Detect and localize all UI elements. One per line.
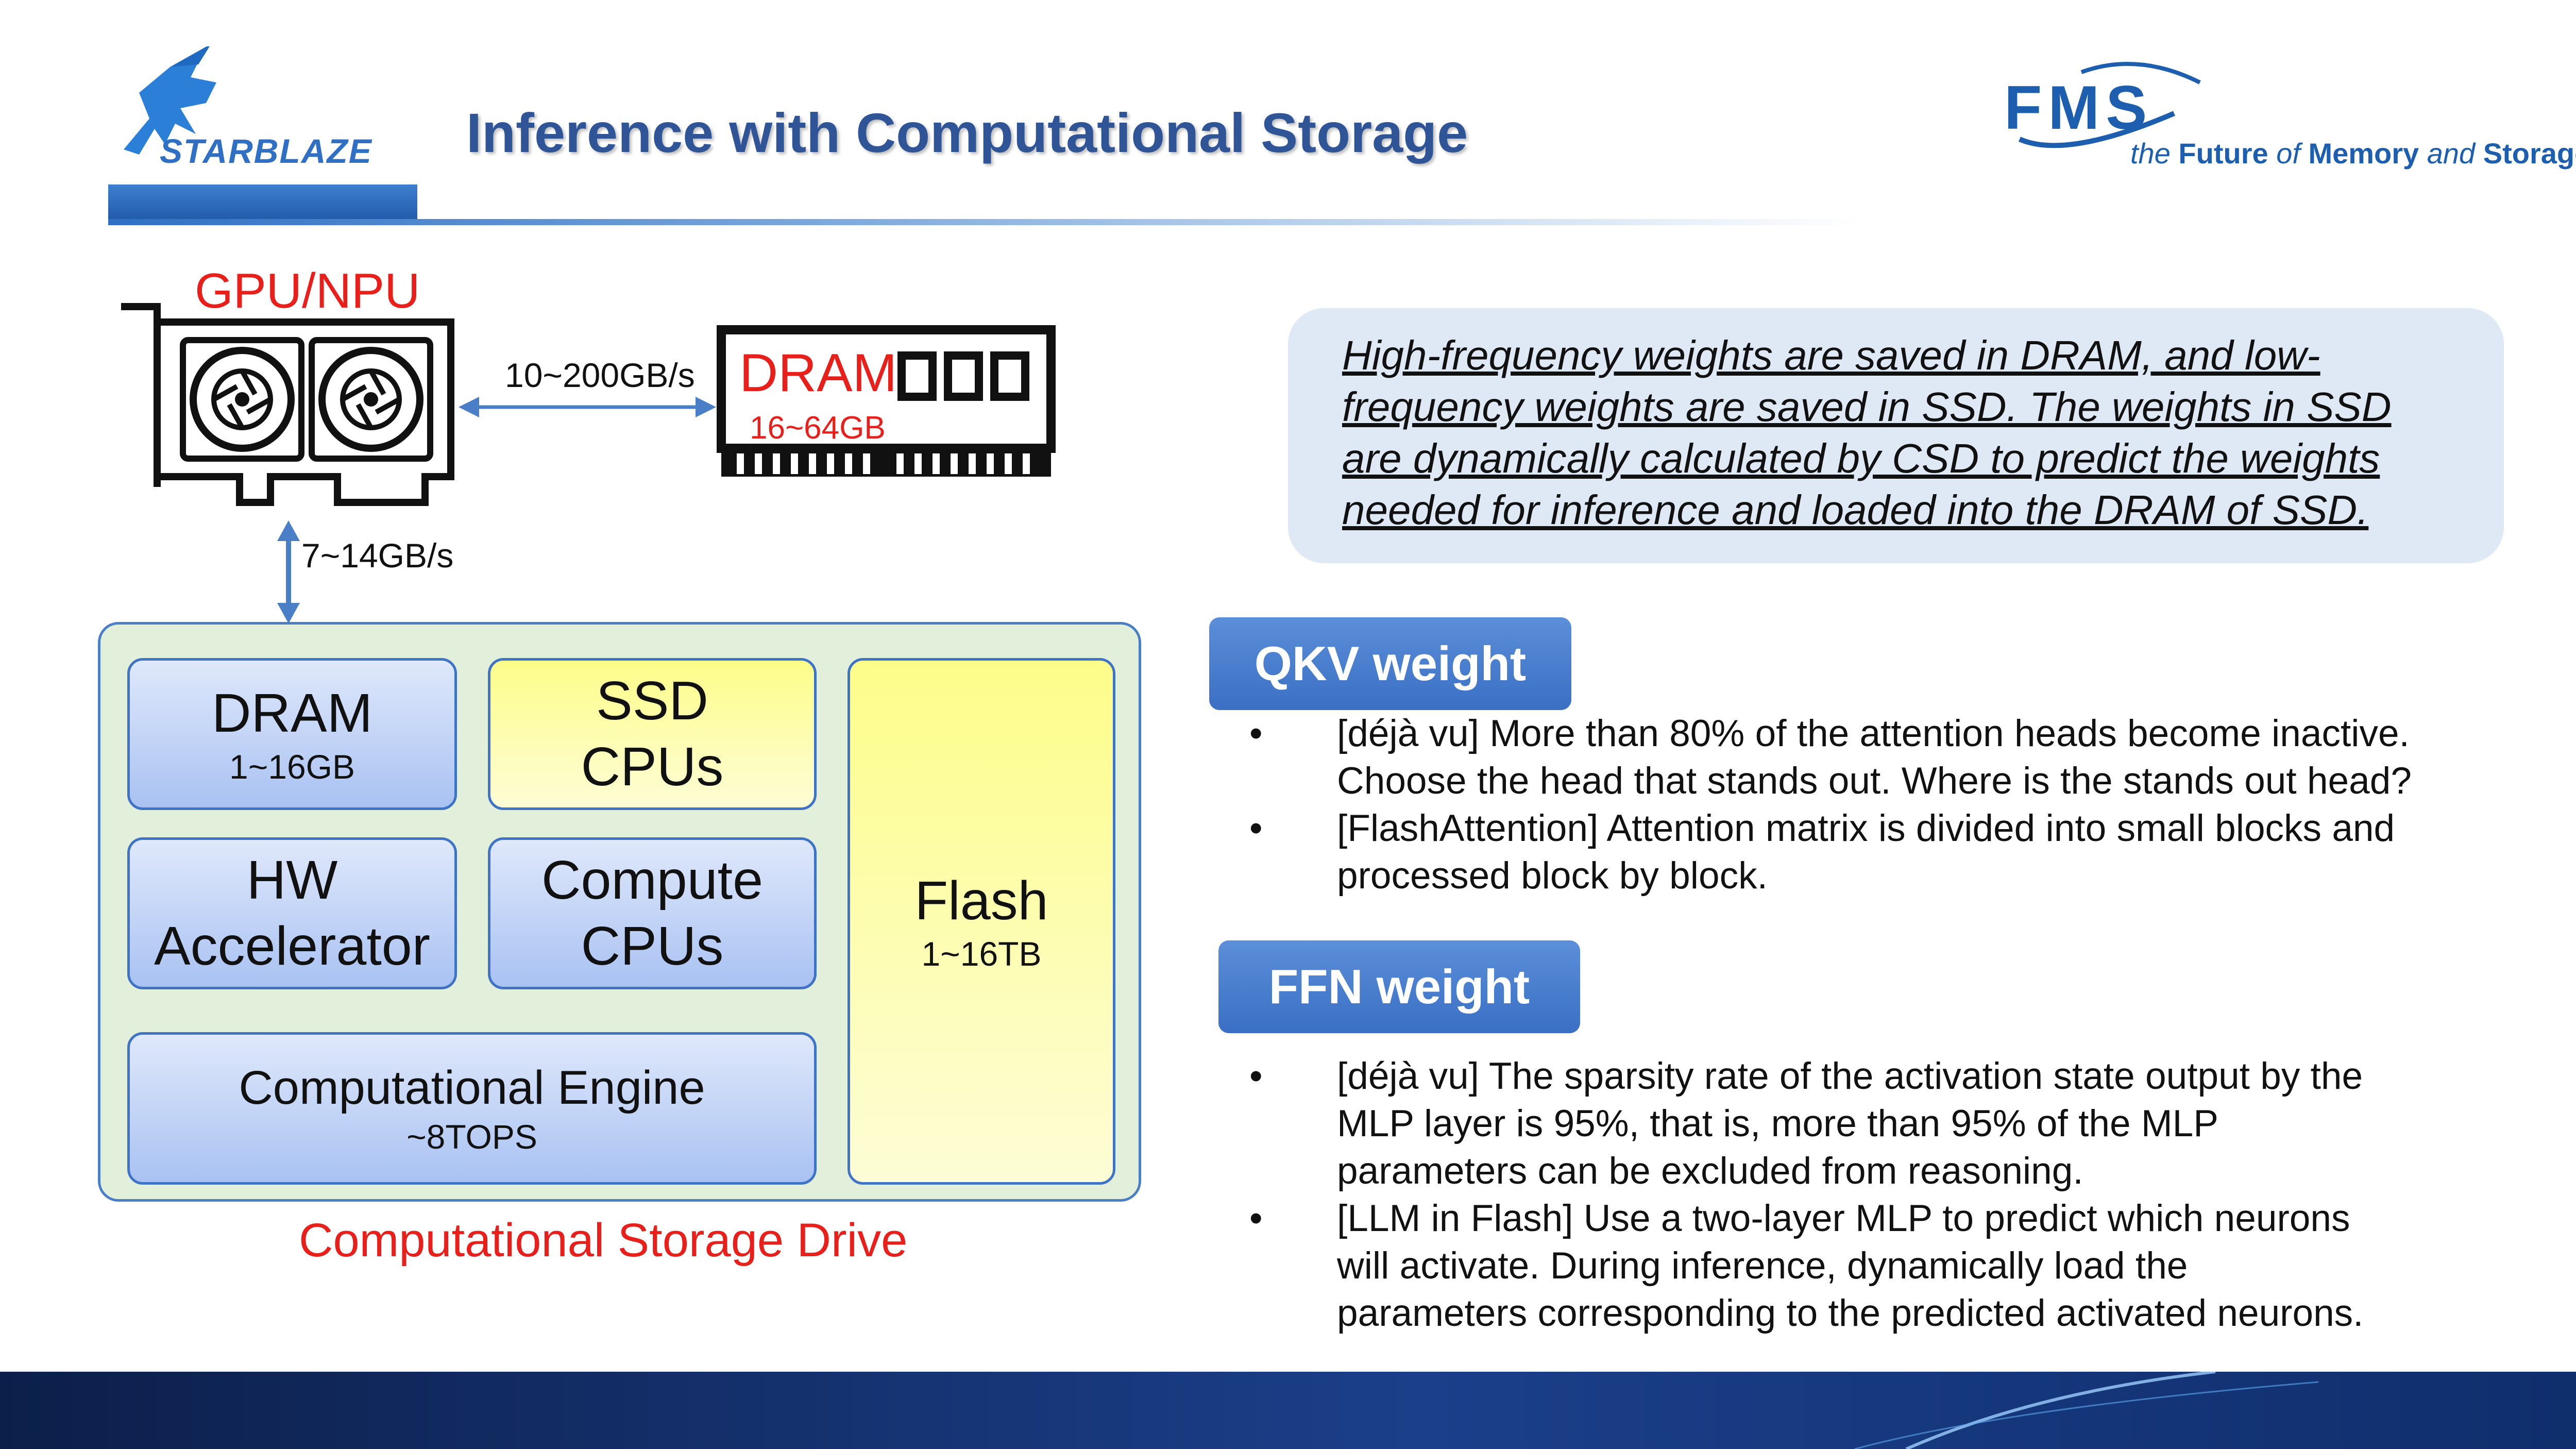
tagline-future: Future [2178,137,2268,170]
bullet-icon: • [1249,1055,1263,1097]
ssd-cpus-line2: CPUs [581,736,724,797]
fms-logo: FMS [2004,52,2221,160]
bullet-icon: • [1249,1198,1263,1239]
compute-cpus-line1: Compute [541,850,764,911]
qkv-weight-badge: QKV weight [1209,617,1571,710]
qkv-bullet-list: • [déjà vu] More than 80% of the attenti… [1249,710,2512,900]
fms-swoosh-icon [2018,62,2201,148]
footer-light-streak [1854,1372,2319,1449]
tagline-of: of [2276,137,2300,170]
dram-capacity-label: 16~64GB [750,410,886,446]
gpu-csd-arrow [277,520,300,624]
page-title: Inference with Computational Storage [466,102,1468,164]
computational-engine-title: Computational Engine [239,1062,705,1115]
hw-accelerator-line2: Accelerator [154,915,431,976]
list-item-line: parameters can be excluded from reasonin… [1337,1150,2083,1192]
fms-tagline: the Future of Memory and Storage [2130,137,2576,170]
ssd-cpus-box: SSD CPUs [488,658,817,810]
bullet-icon: • [1249,713,1263,754]
starblaze-logo [93,46,402,180]
list-item: • [LLM in Flash] Use a two-layer MLP to … [1249,1195,2512,1337]
flash-box: Flash 1~16TB [848,658,1115,1185]
csd-dram-title: DRAM [211,683,373,744]
callout-line: High-frequency weights are saved in DRAM… [1342,332,2320,378]
tagline-and: and [2427,137,2476,170]
list-item-line: [FlashAttention] Attention matrix is div… [1337,807,2395,849]
list-item: • [déjà vu] More than 80% of the attenti… [1249,710,2512,805]
footer-band [0,1372,2576,1449]
computational-engine-tops: ~8TOPS [406,1117,537,1156]
flash-title: Flash [914,870,1048,931]
csd-label: Computational Storage Drive [299,1214,908,1267]
computational-engine-box: Computational Engine ~8TOPS [127,1032,817,1185]
flash-capacity: 1~16TB [921,935,1042,973]
gpu-card-icon [121,303,454,506]
callout-line: are dynamically calculated by CSD to pre… [1342,435,2380,481]
bullet-icon: • [1249,807,1263,849]
tagline-memory: Memory [2308,137,2419,170]
hw-accelerator-box: HW Accelerator [127,837,457,989]
callout-line: frequency weights are saved in SSD. The … [1342,384,2392,430]
header-underline [108,219,1860,225]
list-item: • [déjà vu] The sparsity rate of the act… [1249,1053,2512,1195]
ffn-weight-badge: FFN weight [1218,940,1580,1033]
unicorn-icon [124,46,216,155]
list-item-line: MLP layer is 95%, that is, more than 95%… [1337,1103,2218,1144]
starblaze-wordmark: STARBLAZE [160,132,372,170]
ssd-cpus-line1: SSD [596,670,708,732]
dram-label: DRAM [739,343,897,403]
dram-module-icon [717,325,1056,477]
pcie-bandwidth-label: 7~14GB/s [301,536,454,575]
list-item-line: [LLM in Flash] Use a two-layer MLP to pr… [1337,1198,2350,1239]
compute-cpus-line2: CPUs [581,915,724,976]
gpu-label: GPU/NPU [195,263,420,318]
list-item: • [FlashAttention] Attention matrix is d… [1249,805,2512,900]
list-item-line: will activate. During inference, dynamic… [1337,1245,2188,1287]
list-item-line: processed block by block. [1337,855,1768,897]
gpu-dram-arrow [459,397,716,417]
list-item-line: [déjà vu] More than 80% of the attention… [1337,713,2410,754]
list-item-line: parameters corresponding to the predicte… [1337,1292,2364,1334]
fms-wordmark: FMS [2004,73,2154,142]
tagline-the: the [2130,137,2171,170]
hw-accelerator-line1: HW [246,850,338,911]
ffn-bullet-list: • [déjà vu] The sparsity rate of the act… [1249,1053,2512,1337]
list-item-line: Choose the head that stands out. Where i… [1337,760,2412,802]
header-accent-bar [108,184,417,222]
list-item-line: [déjà vu] The sparsity rate of the activ… [1337,1055,2363,1097]
dram-bandwidth-label: 10~200GB/s [505,356,695,394]
csd-dram-box: DRAM 1~16GB [127,658,457,810]
compute-cpus-box: Compute CPUs [488,837,817,989]
csd-dram-capacity: 1~16GB [229,747,355,786]
summary-callout: High-frequency weights are saved in DRAM… [1288,308,2504,563]
callout-line: needed for inference and loaded into the… [1342,487,2369,533]
tagline-storage: Storage [2483,137,2576,170]
